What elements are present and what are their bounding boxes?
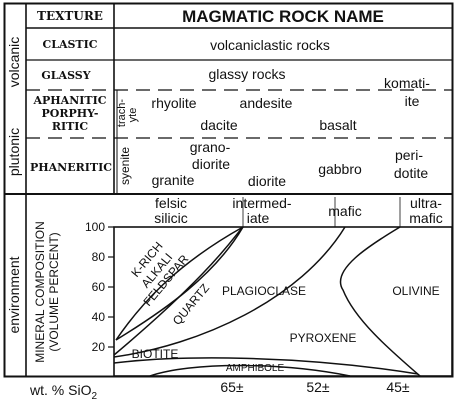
- texture-phaneritic: PHANERITIC: [30, 161, 112, 174]
- rock-volcaniclastic: volcaniclastic rocks: [210, 37, 330, 53]
- mineral-amphibole: AMPHIBOLE: [226, 363, 285, 374]
- y-axis-label-line-2: (VOLUME PERCENT): [47, 232, 61, 351]
- rock-diorite: diorite: [248, 173, 286, 189]
- texture-header: TEXTURE: [37, 9, 103, 23]
- rock-gabbro: gabbro: [318, 161, 362, 177]
- rock-glassy: glassy rocks: [208, 66, 285, 82]
- rock-granite: granite: [152, 172, 195, 188]
- class-intermediate-line-2: iate: [247, 210, 270, 226]
- x-tick-45: 45±: [386, 379, 410, 395]
- class-ultramafic-line-2: mafic: [409, 210, 442, 226]
- rock-dacite: dacite: [200, 117, 238, 133]
- mineral-plot: [113, 197, 453, 377]
- mineral-olivine: OLIVINE: [392, 284, 439, 298]
- volcanic-label: volcanic: [6, 37, 22, 88]
- y-tick-60: 60: [92, 280, 106, 294]
- rock-granodiorite-line-2: diorite: [192, 156, 230, 172]
- class-mafic: mafic: [328, 203, 361, 219]
- y-tick-20: 20: [92, 340, 106, 354]
- mineral-plagioclase: PLAGIOCLASE: [222, 284, 306, 298]
- plutonic-label: plutonic: [6, 128, 22, 176]
- environment-label: environment: [6, 256, 22, 333]
- table-frame: [3, 2, 454, 378]
- class-felsic-line-2: silicic: [154, 210, 187, 226]
- texture-aphanitic-line-2: PORPHY-: [42, 107, 99, 120]
- rock-rhyolite: rhyolite: [151, 95, 196, 111]
- texture-aphanitic-line-1: APHANITIC: [32, 94, 106, 107]
- class-intermediate-line-1: intermed-: [232, 195, 291, 211]
- rock-andesite: andesite: [240, 95, 293, 111]
- rock-peridotite-line-1: peri-: [395, 147, 423, 163]
- class-felsic-line-1: felsic: [155, 195, 187, 211]
- rock-granodiorite-line-1: grano-: [190, 139, 231, 155]
- y-tick-80: 80: [92, 250, 106, 264]
- rock-peridotite-line-2: dotite: [394, 165, 428, 181]
- texture-aphanitic-line-3: RITIC: [52, 120, 89, 133]
- rock-basalt: basalt: [319, 117, 356, 133]
- x-tick-52: 52±: [306, 379, 330, 395]
- y-tick-40: 40: [92, 310, 106, 324]
- x-tick-65: 65±: [220, 379, 244, 395]
- rock-komatiite-line-2: ite: [405, 93, 420, 109]
- texture-clastic: CLASTIC: [42, 38, 97, 51]
- y-tick-100: 100: [85, 220, 105, 234]
- y-axis-ticks: 100 80 60 40 20: [85, 220, 105, 354]
- x-axis-label: wt. % SiO2: [29, 382, 97, 402]
- y-axis-label-line-1: MINERAL COMPOSITION: [33, 221, 47, 363]
- rock-name-header: MAGMATIC ROCK NAME: [182, 7, 384, 26]
- rock-trachyte-line-2: yte: [127, 108, 139, 123]
- y-tick-marks: [108, 226, 114, 348]
- class-ultramafic-line-1: ultra-: [410, 195, 442, 211]
- dashed-row-separators: [26, 89, 452, 139]
- mineral-pyroxene: PYROXENE: [290, 331, 357, 345]
- mineral-biotite: BIOTITE: [132, 347, 179, 361]
- texture-glassy: GLASSY: [41, 69, 90, 82]
- rock-komatiite-line-1: komati-: [384, 75, 430, 91]
- rock-syenite: syenite: [118, 147, 132, 185]
- rock-trachyte-line-1: trach-: [116, 99, 128, 127]
